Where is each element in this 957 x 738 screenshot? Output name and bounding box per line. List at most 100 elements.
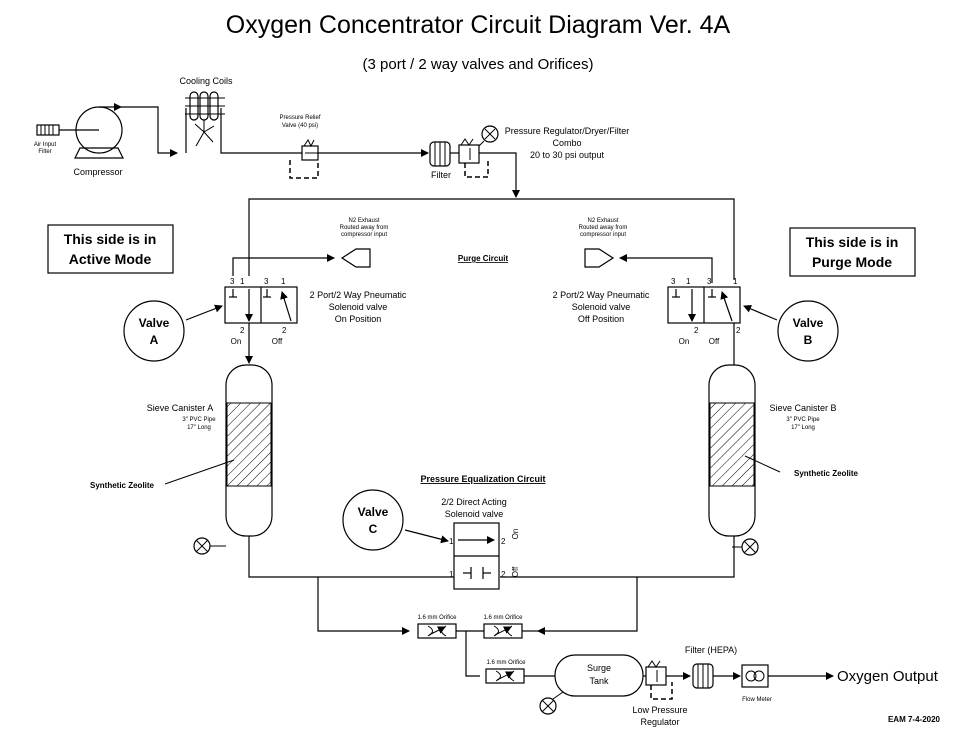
valve-b-bubble-label: Valve (793, 316, 824, 330)
sieve-canister-b (708, 364, 756, 537)
canister-a-label: Sieve Canister A (147, 403, 214, 413)
equalization-title: Pressure Equalization Circuit (420, 474, 545, 484)
hepa-filter-icon (692, 663, 714, 689)
valve-c-off-label: Off (511, 566, 520, 577)
valve-a-port-1b: 1 (281, 277, 286, 286)
equalization-valve-label-2: Solenoid valve (445, 509, 504, 519)
purge-mode-box: This side is in Purge Mode (789, 227, 916, 277)
valve-c-port-1: 1 (449, 537, 454, 546)
air-input-filter-label: Air Input (34, 142, 57, 148)
regulator-label-3: 20 to 30 psi output (530, 150, 605, 160)
sieve-canister-a (225, 364, 273, 537)
purge-circuit-label: Purge Circuit (458, 254, 509, 263)
valve-c-port-1b: 1 (449, 570, 454, 579)
valve-b-bubble-letter: B (804, 333, 813, 347)
air-input-filter (36, 124, 76, 136)
hepa-filter-label: Filter (HEPA) (685, 645, 737, 655)
low-pressure-regulator-label: Low Pressure (632, 705, 687, 715)
orifice-right-label: 1.6 mm Orifice (483, 615, 523, 621)
canister-b-label-3: 17" Long (791, 425, 815, 431)
valve-a-bubble-letter: A (150, 333, 159, 347)
valve-b-description: 2 Port/2 Way Pneumatic (553, 290, 650, 300)
regulator-label-2: Combo (552, 138, 581, 148)
active-mode-label: This side is in (64, 231, 157, 247)
purge-mode-label-2: Purge Mode (812, 254, 892, 270)
valve-b-port-1: 1 (686, 277, 691, 286)
right-exhaust-label-3: compressor input (580, 232, 626, 238)
valve-a-description-2: Solenoid valve (329, 302, 388, 312)
canister-b-gauge-icon (732, 538, 759, 556)
orifice-right-icon (483, 623, 523, 639)
relief-valve-icon (289, 139, 319, 179)
relief-valve-label: Pressure Relief (279, 115, 320, 121)
valve-a-port-2: 2 (240, 326, 245, 335)
valve-c-icon (453, 522, 500, 590)
orifice-bottom-icon (485, 668, 525, 684)
surge-tank-gauge-icon (539, 691, 564, 715)
valve-a-bubble-label: Valve (139, 316, 170, 330)
valve-b-port-3b: 3 (707, 277, 712, 286)
low-pressure-regulator-icon (645, 660, 673, 700)
left-exhaust-label: N2 Exhaust (348, 218, 379, 224)
left-exhaust-label-2: Routed away from (340, 225, 389, 231)
regulator-label: Pressure Regulator/Dryer/Filter (505, 126, 630, 136)
compressor-icon (74, 103, 124, 159)
canister-b-label-2: 3" PVC Pipe (786, 417, 820, 423)
valve-b-icon (667, 286, 741, 324)
zeolite-a-label: Synthetic Zeolite (90, 481, 155, 490)
canister-b-label: Sieve Canister B (769, 403, 836, 413)
valve-b-port-1b: 1 (733, 277, 738, 286)
active-mode-label-2: Active Mode (69, 251, 152, 267)
valve-c-on-label: On (511, 529, 520, 540)
valve-c-bubble-label: Valve (358, 505, 389, 519)
inline-filter-icon (429, 141, 451, 167)
valve-b-port-3: 3 (671, 277, 676, 286)
cooling-coils-icon (185, 91, 225, 147)
valve-a-description: 2 Port/2 Way Pneumatic (310, 290, 407, 300)
surge-tank: Surge Tank (554, 654, 644, 697)
filter-label: Filter (431, 170, 451, 180)
valve-a-port-1: 1 (240, 277, 245, 286)
valve-c-bubble: Valve C (342, 489, 404, 551)
valve-b-description-2: Solenoid valve (572, 302, 631, 312)
flow-meter-label: Flow Meter (742, 697, 772, 703)
valve-c-port-2: 2 (501, 537, 506, 546)
valve-a-icon (224, 286, 298, 324)
right-exhaust-muffler-icon (584, 248, 615, 268)
valve-b-bubble: Valve B (777, 300, 839, 362)
left-exhaust-label-3: compressor input (341, 232, 387, 238)
zeolite-b-label: Synthetic Zeolite (794, 469, 859, 478)
canister-a-gauge-icon (193, 537, 226, 555)
purge-mode-label: This side is in (806, 234, 899, 250)
flow-meter-icon (741, 664, 769, 688)
left-exhaust-muffler-icon (340, 248, 371, 268)
valve-b-port-2: 2 (694, 326, 699, 335)
valve-a-off-label: Off (272, 337, 283, 346)
cooling-coils-label: Cooling Coils (179, 76, 233, 86)
valve-c-port-2b: 2 (501, 570, 506, 579)
right-exhaust-label: N2 Exhaust (587, 218, 618, 224)
surge-tank-label-2: Tank (589, 676, 609, 686)
surge-tank-label: Surge (587, 663, 611, 673)
valve-a-port-2b: 2 (282, 326, 287, 335)
credit-label: EAM 7-4-2020 (888, 715, 941, 724)
oxygen-output-label: Oxygen Output (837, 668, 939, 685)
orifice-bottom-label: 1.6 mm Orifice (486, 660, 526, 666)
pressure-regulator-icon (458, 125, 499, 178)
diagram-subtitle: (3 port / 2 way valves and Orifices) (363, 56, 594, 73)
valve-b-on-label: On (679, 337, 690, 346)
valve-b-off-label: Off (709, 337, 720, 346)
right-exhaust-label-2: Routed away from (579, 225, 628, 231)
valve-a-bubble: Valve A (123, 300, 185, 362)
valve-b-port-2b: 2 (736, 326, 741, 335)
diagram-title: Oxygen Concentrator Circuit Diagram Ver.… (226, 11, 731, 39)
valve-a-description-3: On Position (335, 314, 382, 324)
valve-c-bubble-letter: C (369, 522, 378, 536)
orifice-left-icon (417, 623, 457, 639)
orifice-left-label: 1.6 mm Orifice (417, 615, 457, 621)
compressor-label: Compressor (73, 167, 122, 177)
valve-a-on-label: On (231, 337, 242, 346)
valve-a-port-3b: 3 (264, 277, 269, 286)
canister-a-label-2: 3" PVC Pipe (182, 417, 216, 423)
